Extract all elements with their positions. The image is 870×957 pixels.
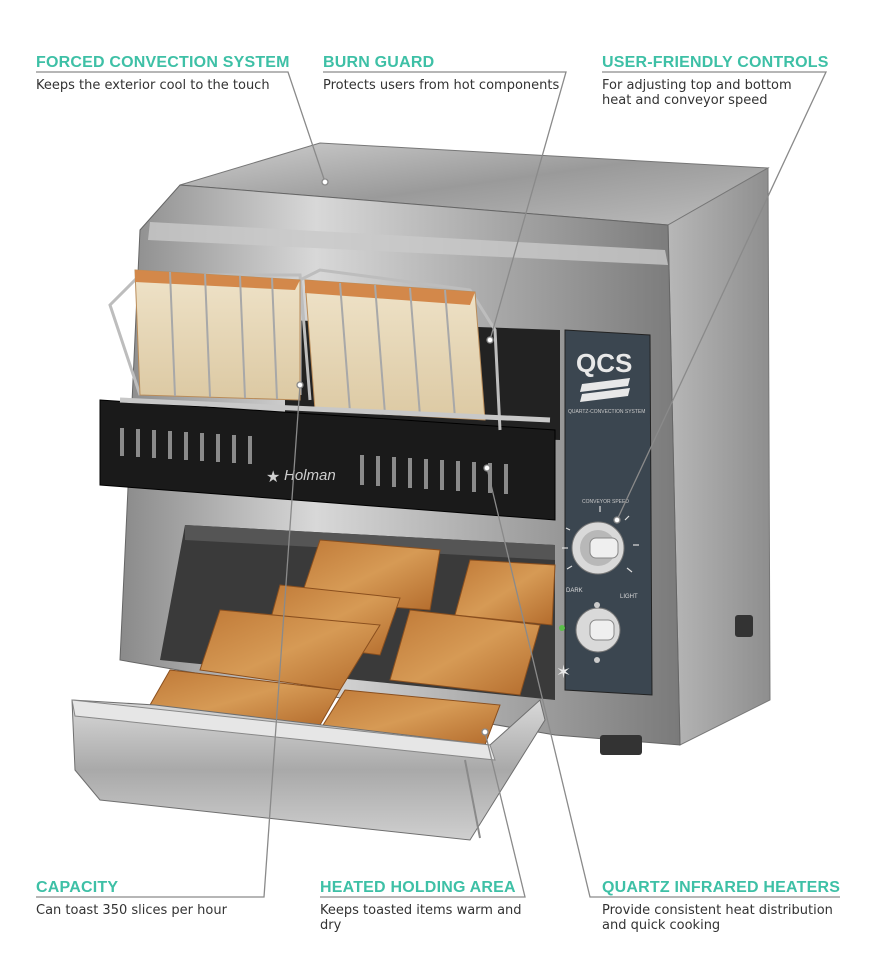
- callout-user-controls: USER-FRIENDLY CONTROLS For adjusting top…: [602, 54, 828, 108]
- dial-light-label: LIGHT: [620, 594, 638, 600]
- leader-forced-convection: [36, 71, 326, 183]
- star-logo-icon: ✶: [556, 662, 571, 682]
- heat-control-knob[interactable]: [575, 607, 621, 653]
- dial-caption: CONVEYOR SPEED: [582, 499, 629, 505]
- leader-holding-area: [320, 731, 526, 898]
- loading-rack: [108, 268, 551, 431]
- callout-title: HEATED HOLDING AREA: [320, 879, 516, 896]
- callout-description: Keeps the exterior cool to the touch: [36, 78, 270, 93]
- callout-description: Can toast 350 slices per hour: [36, 903, 227, 918]
- callout-description-line: For adjusting top and bottom: [602, 78, 792, 93]
- leader-user-controls: [602, 71, 828, 521]
- toasted-bread-slices: [149, 539, 556, 746]
- callout-title: QUARTZ INFRARED HEATERS: [602, 879, 841, 896]
- callout-description: For adjusting top and bottom heat and co…: [602, 78, 828, 108]
- callout-title: USER-FRIENDLY CONTROLS: [602, 54, 829, 71]
- callout-holding-area: HEATED HOLDING AREA Keeps toasted items …: [320, 879, 546, 933]
- star-mark-icon: ★: [266, 469, 280, 486]
- callout-description-line: Provide consistent heat distribution: [602, 903, 833, 918]
- panel-logo: QCS: [576, 348, 632, 378]
- leader-quartz-heaters: [486, 467, 840, 898]
- callout-description-line: heat and conveyor speed: [602, 93, 768, 108]
- callout-forced-convection: FORCED CONVECTION SYSTEM Keeps the exter…: [36, 54, 290, 93]
- holding-tray: [71, 699, 546, 841]
- dial-dark-label: DARK: [566, 588, 583, 594]
- callout-description: Provide consistent heat distribution and…: [602, 903, 842, 933]
- callout-title: FORCED CONVECTION SYSTEM: [36, 54, 290, 71]
- panel-caption: QUARTZ-CONVECTION SYSTEM: [568, 409, 645, 415]
- callout-title: BURN GUARD: [323, 54, 435, 71]
- leader-burn-guard: [323, 71, 567, 341]
- callout-description-line: and quick cooking: [602, 918, 721, 933]
- callout-burn-guard: BURN GUARD Protects users from hot compo…: [323, 54, 566, 93]
- callout-capacity: CAPACITY Can toast 350 slices per hour: [36, 879, 264, 918]
- callout-title: CAPACITY: [36, 879, 119, 896]
- callout-quartz-heaters: QUARTZ INFRARED HEATERS Provide consiste…: [602, 879, 842, 933]
- brand-logo: Holman: [284, 467, 336, 484]
- leader-capacity: [36, 384, 301, 898]
- control-panel: [564, 329, 653, 696]
- callout-description: Protects users from hot components: [323, 78, 560, 93]
- callout-description: Keeps toasted items warm and dry: [320, 903, 522, 933]
- conveyor-speed-knob[interactable]: [571, 521, 625, 575]
